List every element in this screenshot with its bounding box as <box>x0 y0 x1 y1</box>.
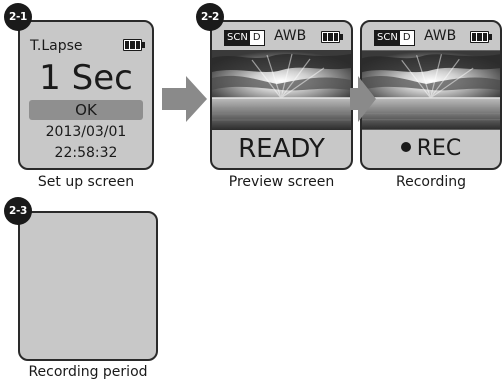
interval-value: 1 Sec <box>39 58 133 98</box>
preview-caption: Preview screen <box>228 174 335 190</box>
setup-screen: T.Lapse 1 Sec OK 2013/03/01 22:58:32 <box>18 20 154 170</box>
scn-label: SCN <box>225 31 250 45</box>
seascape-image <box>362 50 500 130</box>
time-text: 22:58:32 <box>54 145 118 161</box>
arrow-right-icon <box>350 76 376 122</box>
rec-status: REC <box>362 133 500 165</box>
ok-bar: OK <box>29 100 143 120</box>
battery-icon <box>321 31 343 43</box>
ok-label: OK <box>75 101 97 119</box>
awb-label: AWB <box>424 28 457 44</box>
setup-caption: Set up screen <box>37 174 135 190</box>
battery-icon <box>470 31 492 43</box>
step-badge-2-3: 2-3 <box>4 197 32 225</box>
arrow-right-icon <box>162 76 207 122</box>
battery-icon <box>123 39 145 51</box>
recording-screen: SCN D AWB REC <box>360 20 502 170</box>
recording-caption: Recording <box>395 174 467 190</box>
awb-label: AWB <box>274 28 307 44</box>
mode-label: T.Lapse <box>30 38 83 54</box>
scn-value: D <box>252 32 261 43</box>
ready-status: READY <box>238 134 325 164</box>
period-caption: Recording period <box>28 364 148 380</box>
rec-label: REC <box>416 136 462 161</box>
period-screen <box>18 211 158 361</box>
scn-indicator: SCN D <box>374 30 415 46</box>
seascape-image <box>212 50 351 130</box>
step-badge-2-2: 2-2 <box>196 3 224 31</box>
preview-screen: SCN D AWB READY <box>210 20 353 170</box>
scn-label: SCN <box>375 31 400 45</box>
date-text: 2013/03/01 <box>45 124 127 140</box>
record-dot-icon <box>400 142 411 152</box>
scn-value: D <box>402 32 411 43</box>
step-badge-2-1: 2-1 <box>4 3 32 31</box>
scn-indicator: SCN D <box>224 30 265 46</box>
